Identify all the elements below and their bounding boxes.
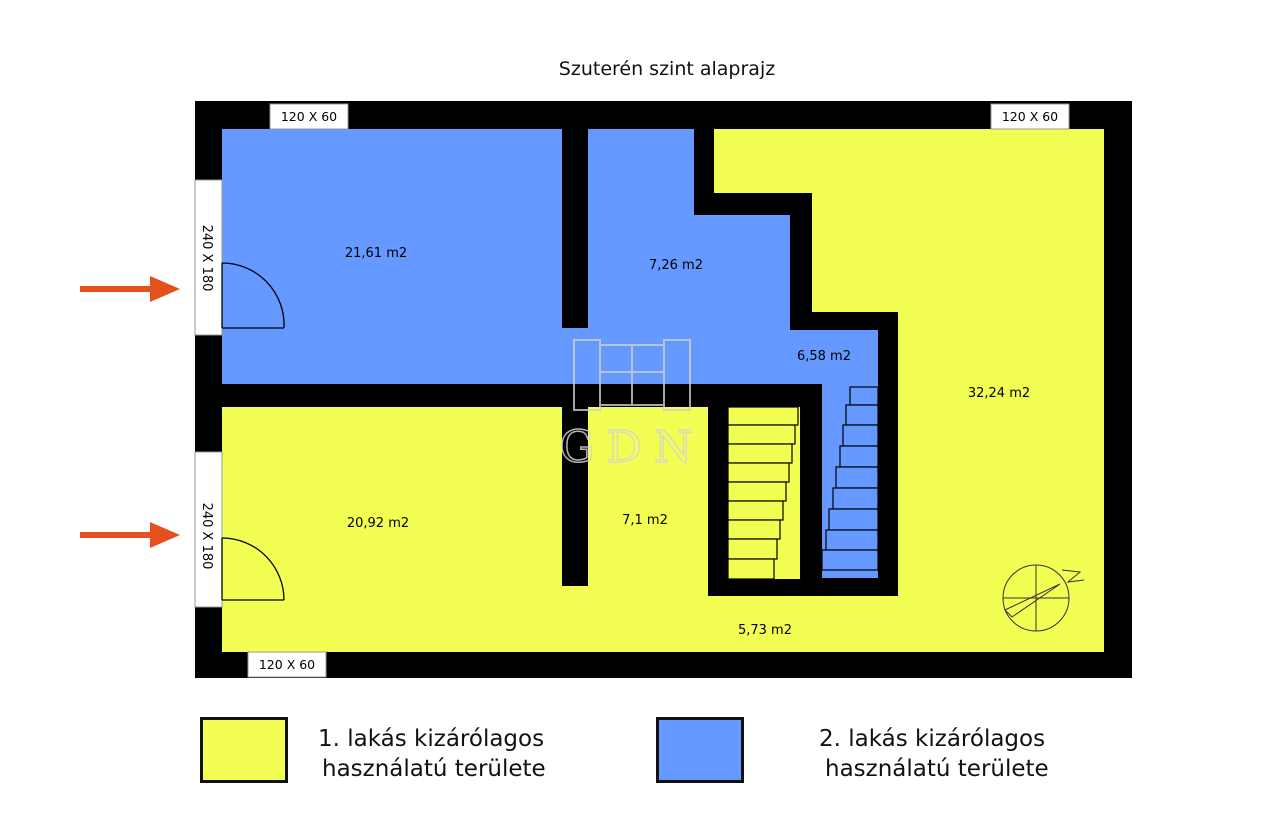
watermark-text: GDN — [560, 422, 705, 473]
door-lower-frame — [194, 451, 223, 608]
compass-icon — [1002, 564, 1085, 632]
room-b2-fill — [694, 215, 790, 384]
watermark-logo-icon — [573, 339, 691, 411]
room-c-area: 6,58 m2 — [797, 349, 851, 364]
room-c-top-fill — [790, 330, 878, 384]
entrance-arrow-upper-icon — [80, 276, 180, 302]
window-top-right-label: 120 X 60 — [1002, 109, 1058, 124]
window-bottom-left-label: 120 X 60 — [259, 657, 315, 672]
room-a-area: 21,61 m2 — [345, 246, 407, 261]
plan-title: Szuterén szint alaprajz — [558, 58, 776, 80]
room-a-fill — [222, 129, 562, 384]
door-upper-label: 240 X 180 — [199, 225, 214, 292]
room-g-area: 5,73 m2 — [738, 623, 792, 638]
stair-wall — [708, 407, 728, 596]
legend-swatch-apartment-1 — [200, 717, 288, 783]
apartment-1-fill — [222, 129, 1104, 652]
stair-left — [727, 406, 799, 580]
room-d-area: 32,24 m2 — [968, 386, 1030, 401]
window-top-right — [990, 103, 1070, 130]
window-top-left-label: 120 X 60 — [281, 109, 337, 124]
door-upper-frame — [194, 179, 223, 336]
stair-right — [821, 386, 879, 571]
door-lower-swing — [221, 537, 285, 601]
window-top-left — [269, 103, 349, 130]
stair-wall-right — [800, 407, 822, 596]
room-f-area: 7,1 m2 — [622, 513, 668, 528]
room-b-fill — [588, 129, 694, 384]
stair-b-end — [822, 570, 878, 578]
legend-label-apartment-1: 1. lakás kizárólagos használatú területe — [318, 726, 546, 782]
window-bottom-left — [247, 651, 327, 678]
room-b-area: 7,26 m2 — [649, 258, 703, 273]
door-upper-swing — [221, 262, 285, 329]
door-lower-label: 240 X 180 — [199, 503, 214, 570]
legend-swatch-apartment-2 — [656, 717, 744, 783]
entrance-arrow-lower-icon — [80, 522, 180, 548]
room-e-area: 20,92 m2 — [347, 516, 409, 531]
legend-label-apartment-2: 2. lakás kizárólagos használatú területe — [819, 726, 1049, 782]
